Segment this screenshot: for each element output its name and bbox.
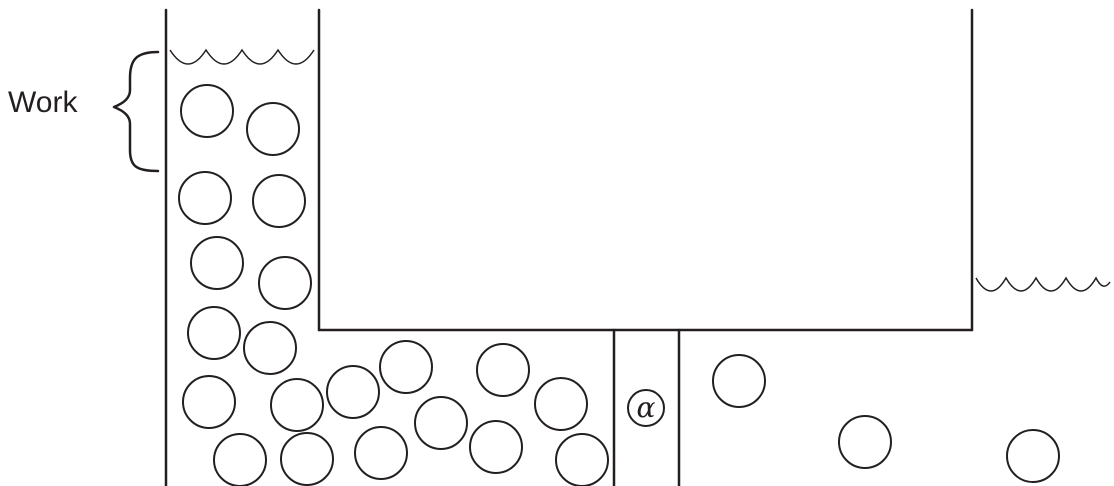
work-label: Work <box>8 88 77 118</box>
alpha-label: α <box>628 390 664 426</box>
circle-particle-icon <box>179 172 231 224</box>
curly-brace-icon <box>114 52 158 171</box>
circle-particle-icon <box>259 257 311 309</box>
circle-particle-icon <box>535 378 587 430</box>
particles <box>179 85 1059 486</box>
circle-particle-icon <box>415 397 467 449</box>
circle-particle-icon <box>281 433 333 485</box>
circle-particle-icon <box>477 344 529 396</box>
circle-particle-icon <box>191 237 243 289</box>
circle-particle-icon <box>188 307 240 359</box>
circle-particle-icon <box>355 427 407 479</box>
circle-particle-icon <box>1007 430 1059 482</box>
circle-particle-icon <box>470 421 522 473</box>
right-water-surface <box>976 278 1110 291</box>
left-water-surface <box>170 50 314 64</box>
circle-particle-icon <box>380 341 432 393</box>
circle-particle-icon <box>271 379 323 431</box>
circle-particle-icon <box>327 366 379 418</box>
circle-particle-icon <box>556 434 608 486</box>
circle-particle-icon <box>214 434 266 486</box>
circle-particle-icon <box>713 355 765 407</box>
circle-particle-icon <box>183 376 235 428</box>
circle-particle-icon <box>247 103 299 155</box>
circle-particle-icon <box>253 175 305 227</box>
circle-particle-icon <box>839 416 891 468</box>
circle-particle-icon <box>181 85 233 137</box>
circle-particle-icon <box>244 322 296 374</box>
